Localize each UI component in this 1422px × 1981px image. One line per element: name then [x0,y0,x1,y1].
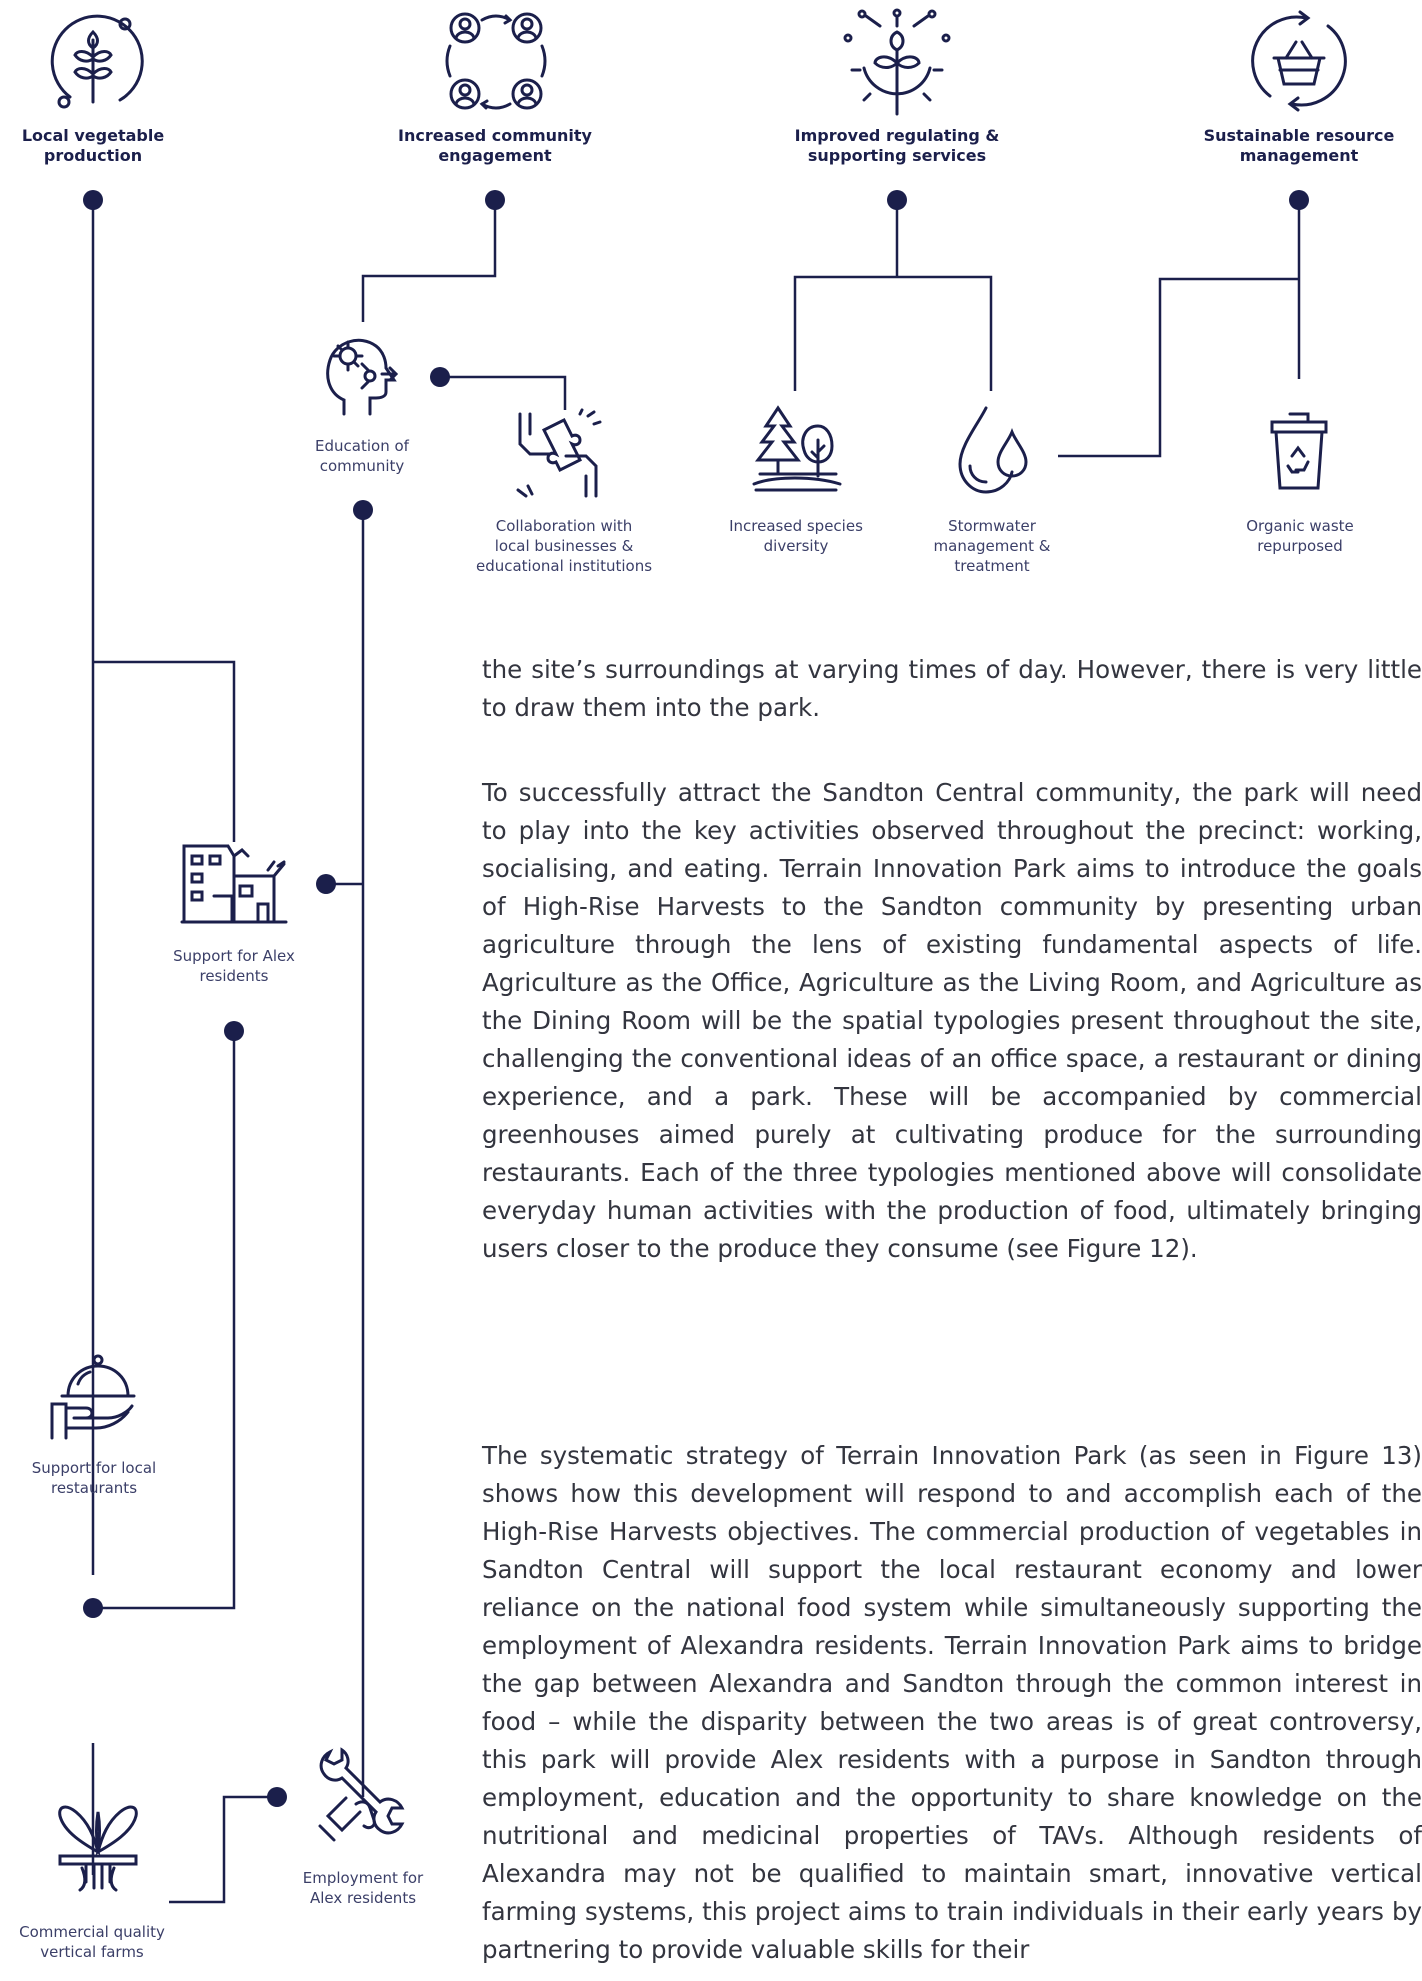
label-sustainable-resource-management: Sustainable resource management [1203,126,1395,165]
wrench-hand-icon [318,1747,405,1842]
cloche-hand-icon [50,1354,136,1440]
connector-line [440,375,567,410]
recycle-basket-icon [1251,10,1347,112]
body-paragraph: the site’s surroundings at varying times… [482,655,1422,722]
label-improved-regulating-services: Improved regulating & supporting service… [794,126,1000,165]
ecosystem-gear-icon [843,8,951,116]
node-dot [316,874,336,894]
connector-line [169,1795,277,1904]
water-drops-icon [958,406,1028,494]
node-dot [83,190,103,210]
node-dot [83,1598,103,1618]
label-education-of-community: Education of community [315,437,409,475]
connector-line [1058,277,1299,458]
connector-line [361,200,497,322]
connector-line [93,1031,236,1610]
node-dot [430,367,450,387]
label-support-for-alex-residents: Support for Alex residents [173,947,295,985]
puzzle-handshake-icon [516,408,602,498]
node-dot [267,1787,287,1807]
body-paragraph: The systematic strategy of Terrain Innov… [482,1441,1422,1964]
label-stormwater-management: Stormwater management & treatment [933,517,1051,575]
hydroponic-plant-icon [58,1805,138,1892]
trees-icon [752,405,842,492]
connector-line [93,660,236,842]
body-paragraph: To successfully attract the Sandton Cent… [482,778,1422,1263]
label-employment-for-alex-residents: Employment for Alex residents [302,1869,424,1907]
wheat-circle-icon [50,14,144,109]
label-collaboration: Collaboration with local businesses & ed… [475,517,653,575]
label-local-vegetable-production: Local vegetable production [21,126,165,165]
label-organic-waste-repurposed: Organic waste repurposed [1246,517,1354,555]
label-support-for-local-restaurants: Support for local restaurants [31,1459,157,1497]
label-increased-community-engagement: Increased community engagement [398,126,592,165]
node-dot [887,190,907,210]
recycle-bin-icon [1270,412,1328,490]
node-dot [353,500,373,520]
connector-line [793,275,993,391]
label-increased-species-diversity: Increased species diversity [729,517,863,555]
node-dot [485,190,505,210]
node-dot [224,1021,244,1041]
head-gear-icon [326,338,399,416]
label-commercial-quality-vertical-farms: Commercial quality vertical farms [19,1923,165,1961]
community-people-icon [445,12,547,110]
node-dot [1289,190,1309,210]
houses-icon [180,844,288,924]
